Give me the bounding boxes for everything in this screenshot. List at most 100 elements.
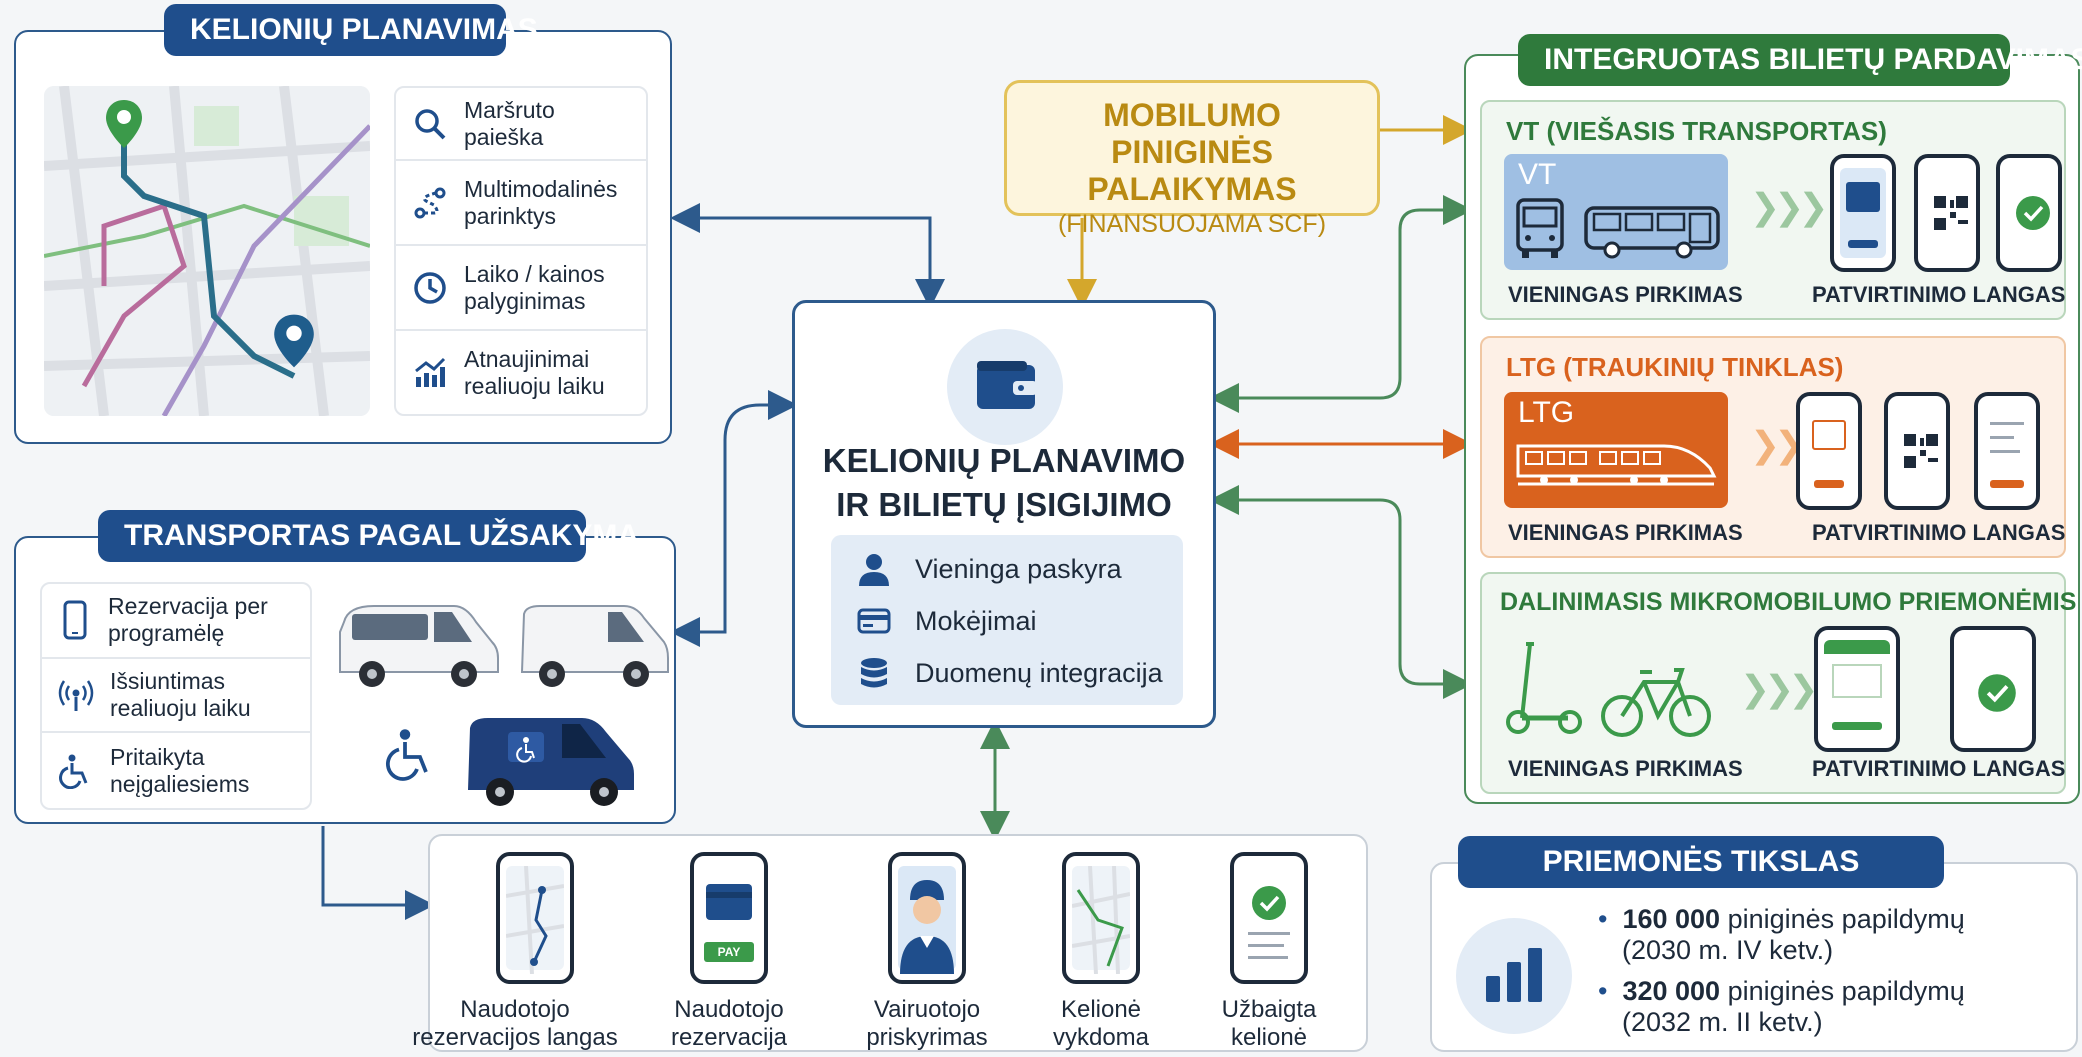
feature-multimodal: Multimodalinės parinktys <box>396 161 646 247</box>
feature-label: Pritaikyta neįgaliesiems <box>110 743 250 797</box>
flow-phone-driver <box>888 852 966 984</box>
wheelchair-icon <box>59 754 88 789</box>
trip-planning-title: KELIONIŲ PLANAVIMAS <box>164 4 538 56</box>
micromobility-chevrons: ❯❯❯ <box>1740 668 1818 709</box>
feature-accessible: Pritaikyta neįgaliesiems <box>42 733 310 808</box>
trip-planning-feature-list: Maršruto paieška Multimodalinės parinkty… <box>394 86 648 416</box>
ltg-right-label: PATVIRTINIMO LANGAS <box>1812 520 2066 545</box>
qr-code-icon <box>1934 196 1968 230</box>
item-data-integration: Duomenų integracija <box>857 651 1163 695</box>
ltg-qr-phone <box>1884 392 1950 510</box>
goal-value: 320 000 <box>1622 976 1721 1006</box>
goal-value: 160 000 <box>1622 904 1721 934</box>
start-pin-icon <box>106 100 142 148</box>
flow-phone-complete <box>1230 852 1308 984</box>
feature-label: Maršruto paieška <box>464 96 555 150</box>
trip-planning-panel: Maršruto paieška Multimodalinės parinkty… <box>14 30 672 444</box>
item-payments: Mokėjimai <box>857 599 1037 643</box>
goal-item: • 320 000 piniginės papildymų (2032 m. I… <box>1598 976 1965 1037</box>
wallet-support-box: MOBILUMO PINIGINĖS PALAIKYMAS (FINANSUOJ… <box>1004 80 1380 238</box>
vt-purchase-phone <box>1830 154 1896 272</box>
vt-badge-box: VT <box>1504 154 1728 270</box>
clock-icon <box>414 271 446 304</box>
vt-confirm-phone <box>1996 154 2062 272</box>
vt-qr-phone <box>1914 154 1980 272</box>
ticketing-title: INTEGRUOTAS BILIETŲ PARDAVIMAS <box>1518 34 2082 86</box>
broadcast-icon <box>58 680 94 711</box>
ltg-confirm-phone <box>1974 392 2040 510</box>
feature-route-search: Maršruto paieška <box>396 88 646 162</box>
scooter-icon <box>1506 642 1582 734</box>
item-unified-account: Vieninga paskyra <box>857 547 1122 591</box>
bus-icon <box>1516 198 1564 258</box>
feature-realtime-dispatch: Išsiuntimas realiuoju laiku <box>42 659 310 734</box>
feature-label: Multimodalinės parinktys <box>464 175 618 229</box>
micromobility-purchase-phone <box>1814 626 1900 752</box>
central-system-box: KELIONIŲ PLANAVIMO IR BILIETŲ ĮSIGIJIMO … <box>792 300 1216 728</box>
route-icon <box>414 187 446 219</box>
route-map-icon <box>505 865 565 975</box>
check-icon <box>1252 886 1286 920</box>
goal-item: • 160 000 piniginės papildymų (2030 m. I… <box>1598 904 1965 965</box>
feature-label: Laiko / kainos palyginimas <box>464 260 605 314</box>
feature-realtime: Atnaujinimai realiuoju laiku <box>396 331 646 414</box>
on-demand-feature-list: Rezervacija per programėlę Išsiuntimas r… <box>40 582 312 810</box>
check-icon <box>2016 196 2050 230</box>
wallet-support-title: MOBILUMO PINIGINĖS PALAIKYMAS <box>1087 97 1297 207</box>
check-icon <box>1978 674 2016 712</box>
ltg-left-label: VIENINGAS PIRKIMAS <box>1508 520 1743 545</box>
micromobility-left-label: VIENINGAS PIRKIMAS <box>1508 756 1743 781</box>
trip-map-icon <box>1071 865 1131 975</box>
micromobility-confirm-phone <box>1950 626 2036 752</box>
database-icon <box>861 658 887 688</box>
vt-section: VT (VIEŠASIS TRANSPORTAS) VT ❯❯❯ VIENING… <box>1480 100 2066 320</box>
search-icon <box>415 108 446 139</box>
pay-button: PAY <box>704 942 754 962</box>
feature-label: Išsiuntimas realiuoju laiku <box>110 668 251 721</box>
micromobility-section: DALINIMASIS MIKROMOBILUMO PRIEMONĖMIS ❯❯… <box>1480 572 2076 794</box>
train-icon <box>1516 444 1717 486</box>
bar-chart-icon <box>1456 918 1572 1034</box>
accessible-van-icon <box>468 718 634 806</box>
ltg-section-title: LTG (TRAUKINIŲ TINKLAS) <box>1506 352 1844 382</box>
feature-label: Rezervacija per programėlę <box>108 593 268 647</box>
qr-code-icon <box>1904 434 1938 468</box>
vt-section-title: VT (VIEŠASIS TRANSPORTAS) <box>1506 116 1887 146</box>
white-van-icon <box>339 605 499 687</box>
route-map <box>44 86 370 416</box>
vt-right-label: PATVIRTINIMO LANGAS <box>1812 282 2066 307</box>
micromobility-right-label: PATVIRTINIMO LANGAS <box>1812 756 2066 781</box>
feature-label: Atnaujinimai realiuoju laiku <box>464 345 605 399</box>
flow-phone-trip <box>1062 852 1140 984</box>
ltg-badge: LTG <box>1518 396 1575 429</box>
white-van-icon <box>520 605 669 687</box>
vt-chevrons: ❯❯❯ <box>1750 186 1828 227</box>
destination-pin-icon <box>274 314 314 368</box>
payment-card-icon <box>857 608 891 634</box>
flow-phone-booking-screen <box>496 852 574 984</box>
ltg-section: LTG (TRAUKINIŲ TINKLAS) LTG ❯❯❯ VIENINGA… <box>1480 336 2066 558</box>
central-system-items: Vieninga paskyra Mokėjimai Duomenų integ… <box>831 535 1183 705</box>
bicycle-icon <box>1601 668 1711 737</box>
vt-badge: VT <box>1518 158 1557 191</box>
goal-title: PRIEMONĖS TIKSLAS <box>1458 836 1944 888</box>
feature-app-booking: Rezervacija per programėlę <box>42 584 310 659</box>
on-demand-panel: Rezervacija per programėlę Išsiuntimas r… <box>14 536 676 824</box>
on-demand-title: TRANSPORTAS PAGAL UŽSAKYMĄ <box>98 510 639 562</box>
flow-phone-pay: PAY <box>690 852 768 984</box>
ltg-purchase-phone <box>1796 392 1862 510</box>
user-icon <box>859 554 889 586</box>
feature-time-price: Laiko / kainos palyginimas <box>396 246 646 332</box>
wallet-icon <box>947 329 1063 445</box>
wallet-support-subtitle: (FINANSUOJAMA SCF) <box>1057 210 1327 238</box>
wheelchair-icon <box>386 729 428 781</box>
city-bus-icon <box>1584 206 1720 259</box>
micromobility-section-title: DALINIMASIS MIKROMOBILUMO PRIEMONĖMIS <box>1500 588 2077 616</box>
chart-trend-icon <box>415 357 446 387</box>
driver-avatar-icon <box>900 880 954 974</box>
